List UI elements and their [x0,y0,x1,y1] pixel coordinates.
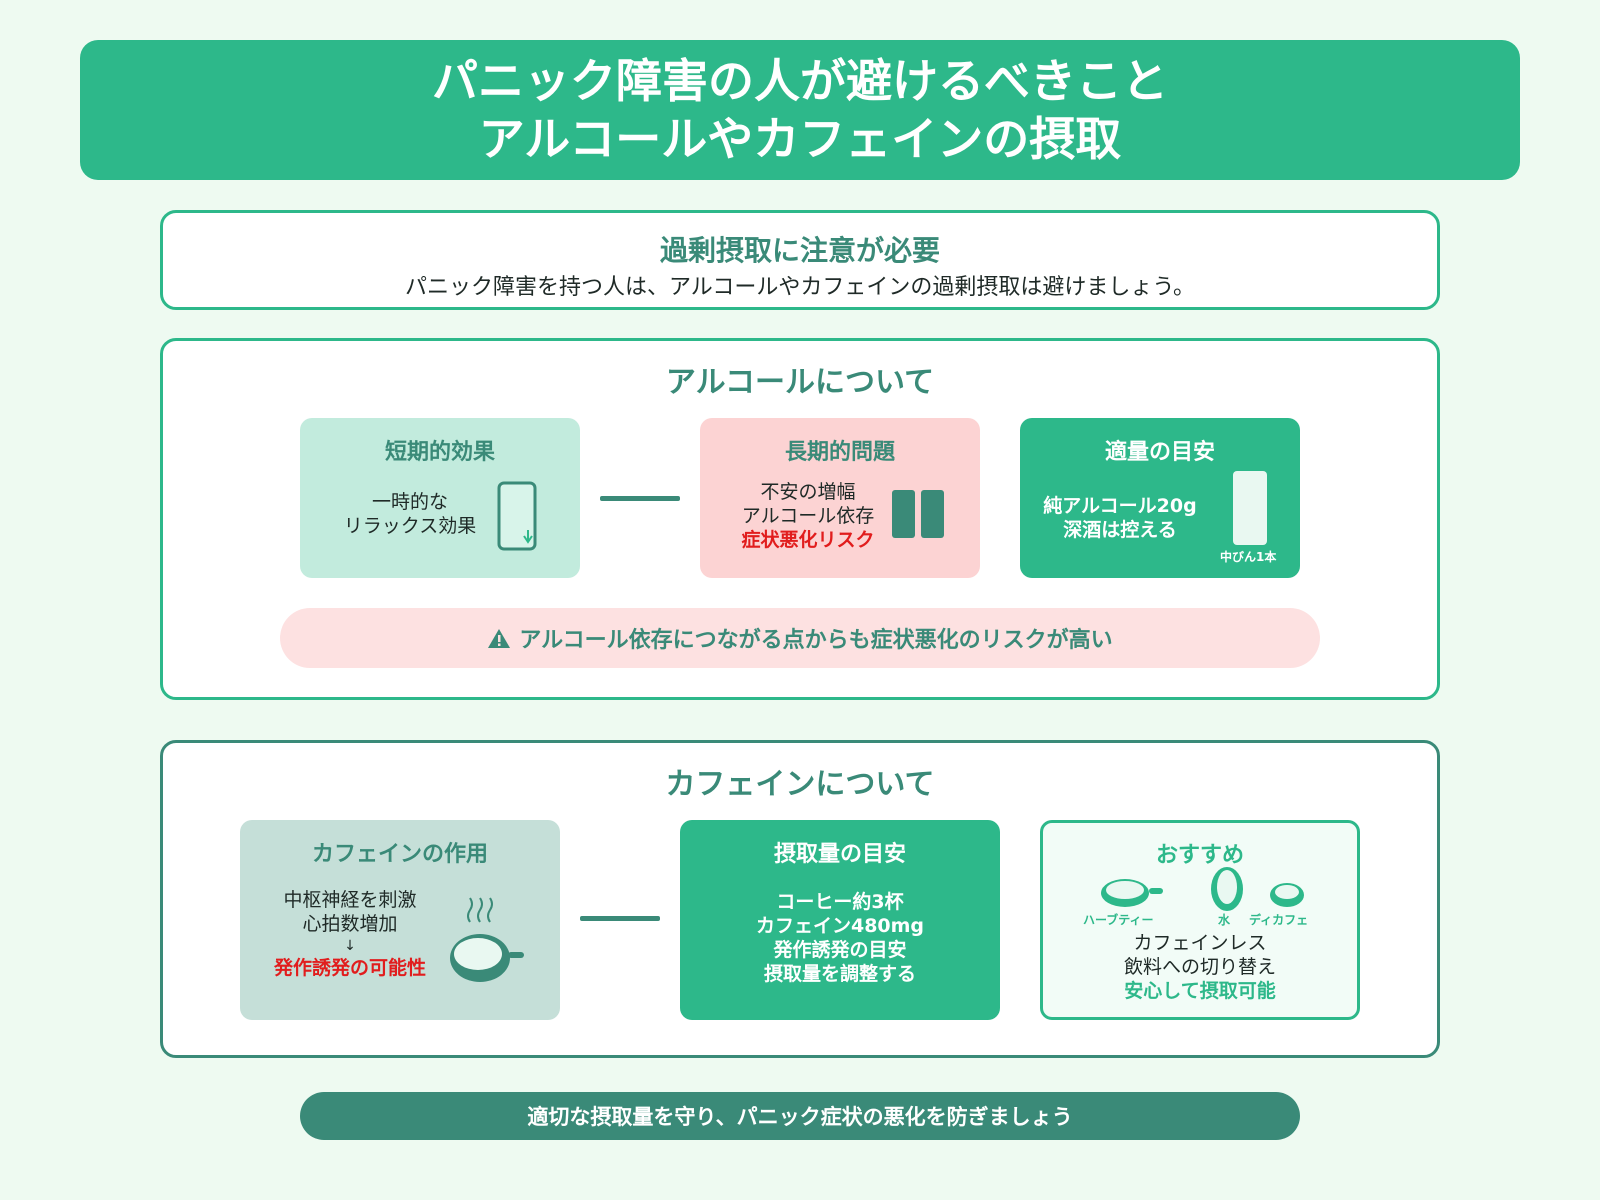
caffeine-effect-title: カフェインの作用 [311,842,488,867]
recommend-title: おすすめ [1155,843,1244,868]
herbal-tea-label: ハーブティー [1083,913,1154,927]
recommend-line2: 飲料への切り替え [1123,956,1276,978]
bottle-icon [1233,471,1267,545]
short-term-line2: リラックス効果 [343,515,477,537]
alcohol-heading: アルコールについて [665,365,935,400]
bottles-icon [892,490,944,538]
steaming-cup-icon [450,897,524,982]
long-term-title: 長期的問題 [784,440,895,465]
alcohol-warning-banner: アルコール依存につながる点からも症状悪化のリスクが高い [280,608,1320,668]
short-term-title: 短期的効果 [384,440,495,465]
short-term-line1: 一時的な [371,491,448,513]
title-line-1: パニック障害の人が避けるべきこと [432,54,1168,108]
down-arrow-icon: ↓ [344,938,356,954]
intake-line4: 摂取量を調整する [763,963,916,985]
caffeine-heading: カフェインについて [665,767,935,802]
warning-icon [488,629,511,648]
caffeine-effect-line2: 心拍数増加 [302,913,398,935]
notice-body: パニック障害を持つ人は、アルコールやカフェインの過剰摂取は避けましょう。 [404,275,1196,300]
intake-card: 摂取量の目安 コーヒー約3杯 カフェイン480mg 発作誘発の目安 摂取量を調整… [680,820,1000,1020]
herbal-tea-icon [1101,879,1163,907]
long-term-line1: 不安の増幅 [760,481,856,503]
decaf-label: ディカフェ [1249,913,1309,927]
intake-line2: カフェイン480mg [755,915,925,937]
bottle-label: 中びん1本 [1220,550,1277,564]
footer-banner: 適切な摂取量を守り、パニック症状の悪化を防ぎましょう [300,1092,1300,1140]
long-term-card: 長期的問題 不安の増幅 アルコール依存 症状悪化リスク [700,418,980,578]
intake-title: 摂取量の目安 [773,842,906,867]
intake-line1: コーヒー約3杯 [776,891,904,913]
water-label: 水 [1218,913,1231,927]
recommend-card: おすすめ ハーブティー 水 ディカフェ カフェインレス 飲料への切り替え 安心し… [1040,820,1360,1020]
caffeine-effect-card: カフェインの作用 中枢神経を刺激 心拍数増加 ↓ 発作誘発の可能性 [240,820,560,1020]
long-term-line3: 症状悪化リスク [741,529,875,551]
connector-line [600,496,680,501]
connector-line-2 [580,916,660,921]
decaf-icon [1270,883,1304,907]
caffeine-effect-line3: 発作誘発の可能性 [273,957,426,979]
recommend-line3: 安心して摂取可能 [1124,980,1276,1002]
caffeine-effect-line1: 中枢神経を刺激 [283,889,417,911]
guideline-card: 適量の目安 純アルコール20g 深酒は控える 中びん1本 [1020,418,1300,578]
long-term-line2: アルコール依存 [741,505,875,527]
notice-heading: 過剰摂取に注意が必要 [659,234,940,267]
recommend-line1: カフェインレス [1133,932,1267,954]
glass-icon [497,481,537,551]
guideline-title: 適量の目安 [1104,440,1215,465]
title-line-2: アルコールやカフェインの摂取 [478,112,1122,166]
page-title: パニック障害の人が避けるべきこと アルコールやカフェインの摂取 [80,40,1520,180]
guideline-line2: 深酒は控える [1063,519,1177,541]
alcohol-warning-text: アルコール依存につながる点からも症状悪化のリスクが高い [519,628,1113,653]
water-icon [1211,867,1243,911]
notice-panel: 過剰摂取に注意が必要 パニック障害を持つ人は、アルコールやカフェインの過剰摂取は… [160,210,1440,310]
short-term-card: 短期的効果 一時的な リラックス効果 [300,418,580,578]
guideline-line1: 純アルコール20g [1043,495,1197,517]
intake-line3: 発作誘発の目安 [773,939,907,961]
footer-text: 適切な摂取量を守り、パニック症状の悪化を防ぎましょう [527,1105,1073,1129]
